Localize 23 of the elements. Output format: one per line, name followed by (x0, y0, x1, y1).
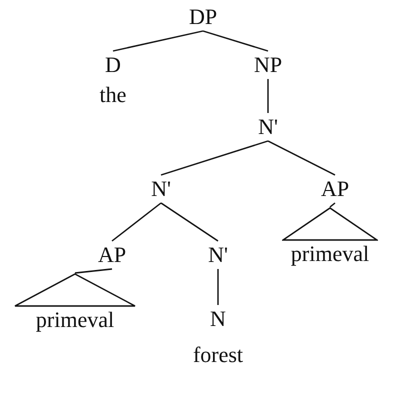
tree-branch (217, 269, 219, 305)
tree-branch (160, 140, 268, 176)
node-label: AP (320, 176, 350, 202)
tree-branch (202, 30, 268, 52)
tree-branch (160, 202, 218, 242)
node-label: N' (151, 176, 171, 202)
node-label: NP (254, 52, 282, 78)
node-label: primeval (36, 307, 114, 333)
node-label: AP (98, 242, 126, 268)
word-label: the (100, 82, 126, 108)
tree-branch (267, 79, 269, 113)
node-label: primeval (290, 241, 370, 267)
tree-branch (268, 140, 336, 176)
tree-branch (112, 202, 162, 242)
tree-branch (112, 30, 204, 52)
node-label: N' (258, 114, 278, 140)
word-label: forest (192, 342, 244, 368)
node-label: DP (188, 4, 218, 30)
node-label: D (105, 52, 121, 78)
node-label: N (210, 306, 226, 332)
tree-branch (330, 202, 336, 208)
node-label: N' (208, 242, 228, 268)
tree-branch (74, 268, 112, 274)
